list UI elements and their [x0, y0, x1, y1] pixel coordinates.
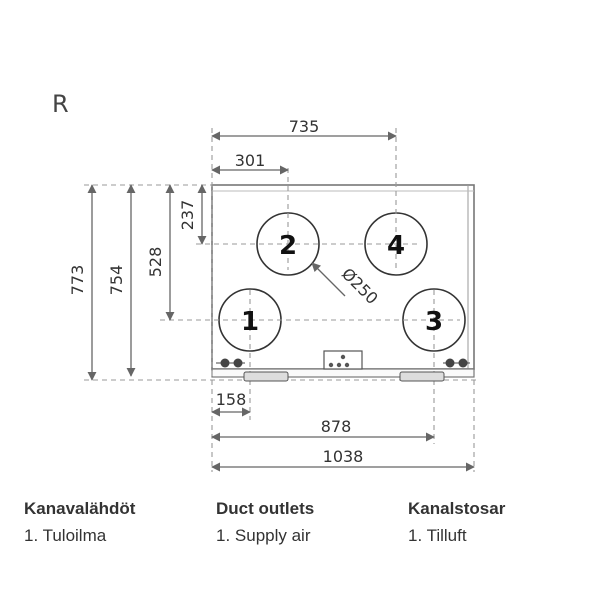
legend-item-english: 1. Supply air: [216, 526, 311, 545]
legend-item-finnish: 1. Tuloilma: [24, 526, 107, 545]
outlet-number-1: 1: [241, 307, 259, 337]
legend-column-finnish: Kanavalähdöt 1. Tuloilma: [24, 498, 214, 547]
dimension-237: 237: [178, 200, 197, 231]
outlet-number-4: 4: [387, 231, 405, 261]
outlet-number-2: 2: [279, 231, 297, 261]
variant-label: R: [52, 90, 69, 118]
dimension-754: 754: [107, 265, 126, 296]
legend-item-swedish: 1. Tilluft: [408, 526, 467, 545]
dimension-arrows: [87, 131, 475, 472]
condensate-connectors-left: [216, 358, 245, 368]
dimension-158: 158: [216, 390, 247, 409]
dimension-878: 878: [321, 417, 352, 436]
condensate-connectors-right: [443, 358, 470, 368]
dimension-528: 528: [146, 247, 165, 278]
support-feet: [243, 371, 445, 382]
electrical-box: [323, 350, 363, 370]
dimension-773: 773: [68, 265, 87, 296]
legend-heading-swedish: Kanalstosar: [408, 499, 506, 518]
legend-column-english: Duct outlets 1. Supply air: [216, 498, 406, 547]
dimension-301: 301: [235, 151, 266, 170]
legend-heading-english: Duct outlets: [216, 499, 315, 518]
dimension-735: 735: [289, 117, 320, 136]
dimension-1038: 1038: [323, 447, 364, 466]
outlet-number-3: 3: [425, 307, 443, 337]
legend-column-swedish: Kanalstosar 1. Tilluft: [408, 498, 598, 547]
legend-heading-finnish: Kanavalähdöt: [24, 499, 136, 518]
